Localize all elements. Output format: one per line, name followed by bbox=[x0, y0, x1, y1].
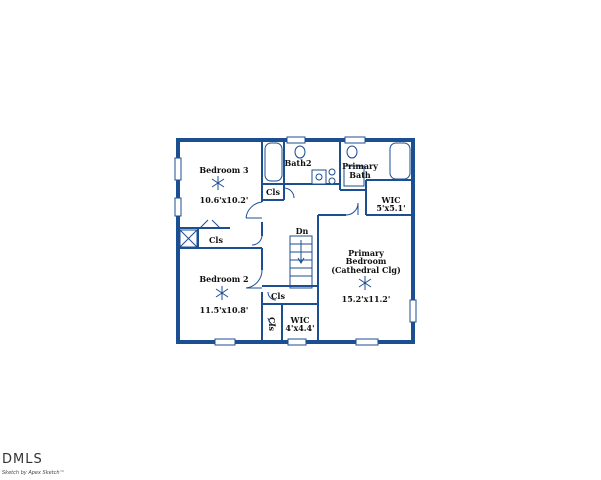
bedroom2-size: 11.5'x10.8' bbox=[200, 305, 249, 315]
primary-bedroom-line2: Bedroom bbox=[346, 256, 387, 266]
stairs-label: Dn bbox=[296, 226, 309, 236]
window-bottom-2 bbox=[287, 338, 307, 346]
sink-primary-1 bbox=[328, 168, 336, 176]
window-bottom-3 bbox=[355, 338, 379, 346]
primary-bedroom-size: 15.2'x11.2' bbox=[342, 294, 391, 304]
exterior-walls bbox=[176, 138, 415, 344]
closet-bedroom2-label: Cls bbox=[267, 317, 277, 331]
primary-bath-line2: Bath bbox=[349, 170, 371, 180]
bath-fixtures bbox=[264, 142, 411, 187]
windows bbox=[174, 136, 417, 346]
toilet-primary bbox=[346, 145, 358, 159]
primary-bedroom-line1: Primary bbox=[348, 248, 384, 258]
interior-walls bbox=[178, 140, 413, 342]
window-left-2 bbox=[174, 197, 182, 217]
primary-bath-line1: Primary bbox=[342, 161, 378, 171]
window-left-1 bbox=[174, 157, 182, 181]
bath2-name: Bath2 bbox=[284, 158, 311, 168]
fan-icon bbox=[215, 286, 229, 300]
wic-top-name: WIC bbox=[380, 195, 400, 205]
window-top-2 bbox=[344, 136, 366, 144]
bedroom3-size: 10.6'x10.2' bbox=[200, 195, 249, 205]
bedroom2-name: Bedroom 2 bbox=[199, 274, 248, 284]
bathtub-bath2 bbox=[264, 142, 283, 182]
primary-bedroom-line3: (Cathedral Clg) bbox=[331, 265, 401, 275]
sketch-credit: Sketch by Apex Sketch™ bbox=[2, 470, 65, 476]
window-top-1 bbox=[286, 136, 306, 144]
closet-bath-label: Cls bbox=[266, 187, 280, 197]
ceiling-fans bbox=[211, 176, 372, 300]
attic-access bbox=[179, 229, 198, 248]
sink-primary-2 bbox=[328, 177, 336, 185]
stairs bbox=[289, 235, 313, 289]
door-swings bbox=[199, 187, 359, 327]
closet-hall-label: Cls bbox=[271, 291, 285, 301]
mls-logo: DMLS bbox=[2, 452, 43, 467]
bathtub-primary bbox=[389, 142, 411, 180]
closet-bedroom3-label: Cls bbox=[209, 235, 223, 245]
vanity-primary bbox=[343, 165, 365, 187]
wic-bottom-name: WIC bbox=[289, 315, 309, 325]
window-bottom-1 bbox=[214, 338, 236, 346]
toilet-bath2 bbox=[294, 145, 306, 159]
window-right-1 bbox=[409, 299, 417, 323]
fan-icon bbox=[358, 276, 372, 290]
wic-bottom-size: 4'x4.4' bbox=[285, 323, 314, 333]
fan-icon bbox=[211, 176, 225, 190]
wic-top-size: 5'x5.1' bbox=[376, 203, 405, 213]
bedroom3-name: Bedroom 3 bbox=[199, 165, 249, 175]
sink-bowl-bath2 bbox=[315, 173, 323, 181]
room-labels: Bedroom 3 10.6'x10.2' Bedroom 2 11.5'x10… bbox=[199, 158, 405, 333]
